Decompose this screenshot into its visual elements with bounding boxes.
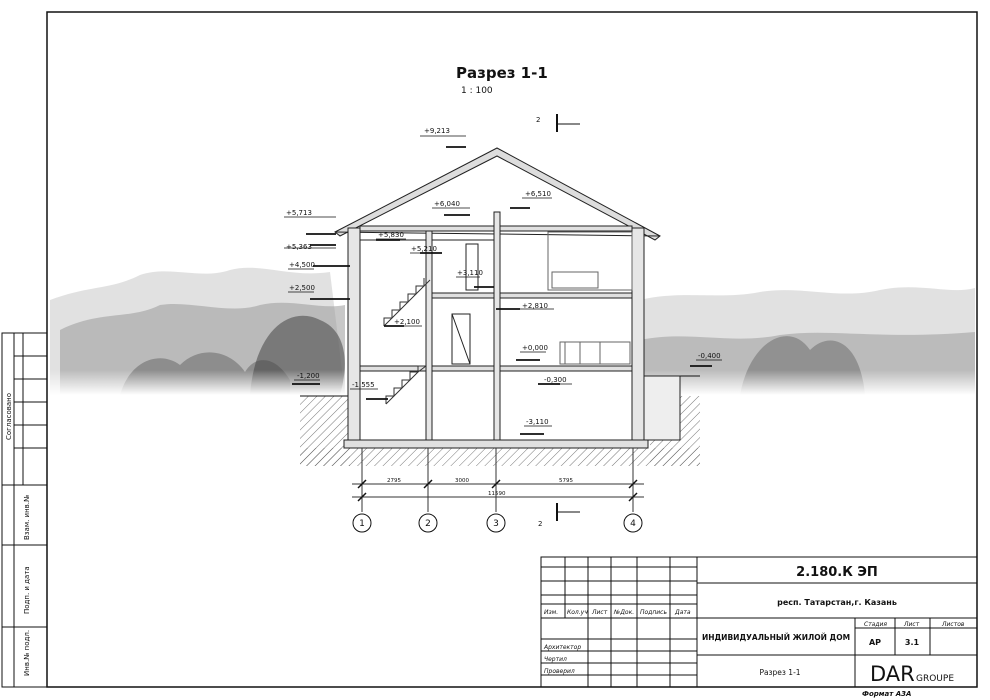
building-section	[334, 147, 681, 449]
level-ridge: +9,213	[424, 127, 450, 135]
tb-role-architect: Архитектор	[543, 644, 581, 651]
axis-label-3: 3	[493, 519, 499, 529]
stamp-inv-no: Инв.№ подл.	[23, 630, 31, 676]
axis-bubbles	[352, 513, 643, 533]
level-first-window-left: +2,500	[289, 284, 315, 292]
dimension-ticks	[357, 479, 638, 502]
level-attic-inner: +5,210	[411, 245, 437, 253]
tb-col-list: Лист	[591, 609, 608, 616]
tb-location: респ. Татарстан,г. Казань	[777, 598, 897, 607]
landscape-background	[50, 267, 975, 395]
axis-label-2: 2	[425, 519, 431, 529]
level-basement: -3,110	[526, 418, 549, 426]
section-mark-top-label: 2	[536, 116, 540, 124]
tb-stage-label: Стадия	[864, 621, 887, 628]
stamp-sign-date: Подп. и дата	[23, 566, 31, 614]
drawing-scale: 1 : 100	[461, 86, 493, 96]
tb-role-drafted: Чертил	[544, 656, 567, 663]
tb-sheet-no: 3.1	[905, 638, 920, 647]
tb-col-izm: Изм.	[544, 609, 558, 616]
brand-logo-main: DAR	[870, 662, 915, 686]
axis-lines	[352, 448, 644, 512]
brand-logo-sub: GROUPE	[916, 674, 954, 684]
level-second-floor: +2,810	[522, 302, 548, 310]
level-attic-floor-top: +6,040	[434, 200, 460, 208]
level-stair-bottom: -1,555	[352, 381, 375, 389]
level-eave-left: +5,713	[286, 209, 312, 217]
level-ground-floor: +0,000	[522, 344, 548, 352]
level-outside-left: -1,200	[297, 372, 320, 380]
level-attic-right-top: +6,510	[525, 190, 551, 198]
level-stair-landing: +2,100	[394, 318, 420, 326]
tb-col-ndok: №Док.	[613, 609, 634, 616]
level-second-window: +3,110	[457, 269, 483, 277]
drawing-title: Разрез 1-1	[456, 64, 548, 82]
section-marker-top	[556, 114, 580, 132]
tb-project: ИНДИВИДУАЛЬНЫЙ ЖИЛОЙ ДОМ	[702, 633, 850, 642]
axis-label-1: 1	[359, 519, 365, 529]
level-entry: -0,300	[544, 376, 567, 384]
section-mark-bottom-label: 2	[538, 520, 542, 528]
level-eave-left2: +5,363	[286, 243, 312, 251]
tb-code: 2.180.К ЭП	[796, 565, 878, 580]
left-stamp	[1, 332, 48, 688]
tb-stage: АР	[869, 638, 881, 647]
stamp-replace-inv: Взам. инв.№	[23, 495, 31, 540]
dimension-total: 11590	[488, 491, 506, 497]
axis-label-4: 4	[630, 519, 636, 529]
tb-sheet-label: Лист	[903, 621, 920, 628]
tb-sheet-name: Разрез 1-1	[759, 668, 800, 677]
level-second-floor-left: +4,500	[289, 261, 315, 269]
section-marker-bottom	[556, 503, 580, 521]
level-outside-right: -0,400	[698, 352, 721, 360]
dimension-2: 3000	[455, 478, 469, 484]
tb-col-date: Дата	[674, 609, 691, 616]
tb-role-checked: Проверил	[544, 668, 575, 675]
tb-col-koluch: Кол.уч	[567, 609, 588, 616]
level-leaders	[284, 135, 722, 427]
stamp-agreed: Согласовано	[5, 393, 13, 440]
title-block	[540, 556, 978, 688]
tb-sheets-label: Листов	[941, 621, 965, 628]
level-attic-ceiling: +5,830	[378, 231, 404, 239]
dimension-3: 5795	[559, 478, 573, 484]
dimension-1: 2795	[387, 478, 401, 484]
tb-format: Формат А3А	[862, 690, 911, 698]
tb-col-sign: Подпись	[640, 609, 667, 616]
